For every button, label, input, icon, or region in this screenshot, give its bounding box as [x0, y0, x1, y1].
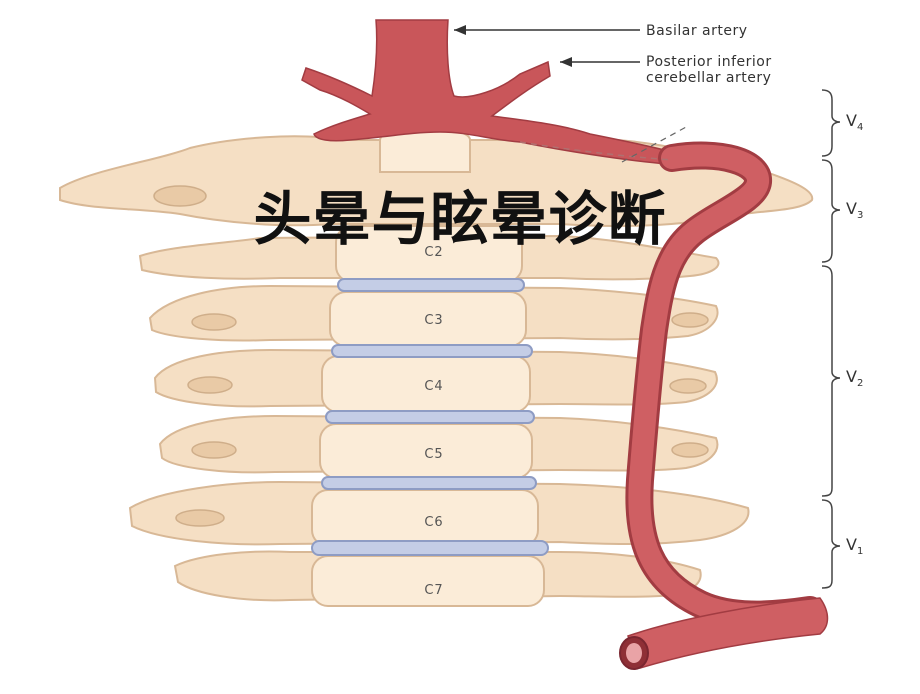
- label-c4: C4: [424, 379, 443, 394]
- foramina: [153, 185, 709, 527]
- vertebra-labels: C2 C3 C4 C5 C6 C7: [424, 245, 443, 598]
- basilar-artery: [301, 19, 673, 165]
- segment-v1: V1: [846, 535, 863, 557]
- pica-label-line2: cerebellar artery: [646, 70, 771, 86]
- pointer-labels: Basilar artery Posterior inferior cerebe…: [454, 23, 772, 86]
- pica-label-line1: Posterior inferior: [646, 54, 772, 70]
- label-c3: C3: [424, 313, 443, 328]
- segment-brackets: [821, 89, 841, 589]
- segment-v4: V4: [846, 111, 863, 133]
- segment-v2: V2: [846, 367, 863, 389]
- body-c7: [311, 555, 545, 607]
- label-c2: C2: [424, 245, 443, 260]
- hidden-artery-path: [519, 141, 673, 161]
- subclavian-artery: [627, 597, 829, 669]
- label-c5: C5: [424, 447, 443, 462]
- slide-title: 头晕与眩晕诊断: [253, 185, 667, 253]
- vertebral-artery-fill: [628, 144, 821, 626]
- arteries: [301, 19, 829, 670]
- label-c7: C7: [424, 583, 443, 598]
- segment-v3: V3: [846, 199, 863, 221]
- segment-labels: V4 V3 V2 V1: [846, 111, 863, 557]
- basilar-artery-label: Basilar artery: [646, 23, 748, 39]
- intervertebral-discs: [311, 278, 549, 556]
- label-c6: C6: [424, 515, 443, 530]
